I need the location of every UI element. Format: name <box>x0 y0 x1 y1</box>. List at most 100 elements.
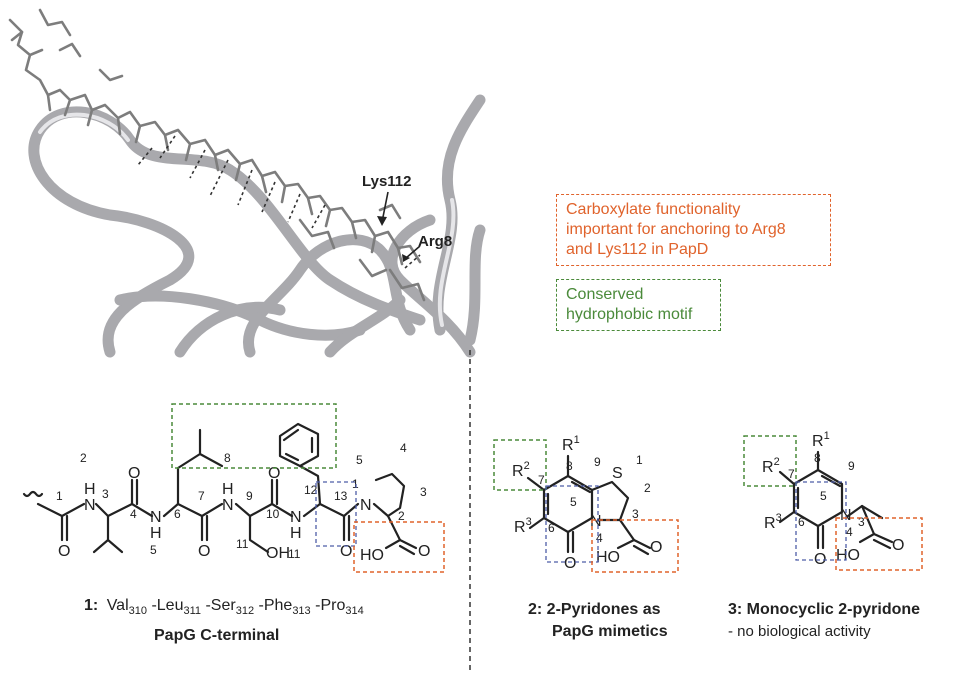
lys112-arrowhead <box>377 216 387 226</box>
c1-h-1: H <box>84 481 96 498</box>
compound-2-bonds <box>526 454 652 556</box>
c1-num-4: 4 <box>130 507 137 521</box>
c1-subtitle: PapG C-terminal <box>154 627 279 644</box>
c1-o-6: O <box>418 543 430 560</box>
c1-num-6: 6 <box>174 507 181 521</box>
c3-ho: HO <box>836 547 860 564</box>
hydrophobic-callout-line-1: Conserved <box>566 286 644 303</box>
c1-num-10: 10 <box>266 507 280 521</box>
carboxylate-callout-line-1: Carboxylate functionality <box>566 201 741 218</box>
c3-o2: O <box>892 537 904 554</box>
c2-o2: O <box>650 539 662 556</box>
c1-num-8: 8 <box>224 451 231 465</box>
c3-num-4: 4 <box>846 525 853 539</box>
c2-carboxylate-box <box>591 519 679 573</box>
c1-o-2: O <box>128 465 140 482</box>
c1-num-5b: 5 <box>356 453 363 467</box>
c1-num-5: 5 <box>150 543 157 557</box>
c1-num-3b: 3 <box>420 485 427 499</box>
c1-n-3: N <box>222 497 234 514</box>
c2-num-8: 8 <box>566 459 573 473</box>
c1-num-3: 3 <box>102 487 109 501</box>
peptide-sticks <box>8 8 426 302</box>
c1-carboxylate-box <box>353 521 445 573</box>
c1-o-4: O <box>268 465 280 482</box>
c1-num-9: 9 <box>246 489 253 503</box>
c1-h-2: H <box>150 525 162 542</box>
c1-num-12: 12 <box>304 483 318 497</box>
hydrophobic-callout-line-2: hydrophobic motif <box>566 306 693 323</box>
c3-num-7: 7 <box>788 467 795 481</box>
c3-note: - no biological activity <box>728 623 871 640</box>
c3-num-5: 5 <box>820 489 827 503</box>
c1-ho: HO <box>360 547 384 564</box>
c1-oh: OH <box>266 545 290 562</box>
c1-proline-box <box>315 481 357 547</box>
compound-3-bonds <box>778 450 894 550</box>
carboxylate-callout: Carboxylate functionality important for … <box>556 194 831 266</box>
c3-num-6: 6 <box>798 515 805 529</box>
lys112-label: Lys112 <box>362 173 412 190</box>
c3-carboxylate-box <box>835 517 923 571</box>
compound-3-highlight-boxes <box>743 435 923 571</box>
c1-o-3: O <box>198 543 210 560</box>
c1-hydrophobic-box <box>171 403 337 469</box>
c3-caption: 3: Monocyclic 2-pyridone <box>728 601 920 618</box>
hydrogen-bonds <box>137 135 421 269</box>
compound-2-caption: 2: 2-Pyridones as PapG mimetics <box>528 601 668 640</box>
c1-num-11b: 11 <box>288 547 301 561</box>
c2-n: N <box>590 513 602 530</box>
c2-ho: HO <box>596 549 620 566</box>
c2-num-7: 7 <box>538 473 545 487</box>
arg8-arrow <box>405 245 421 259</box>
c1-sequence-caption: 1: Val310 -Leu311 -Ser312 -Phe313 -Pro31… <box>84 597 364 618</box>
compound-1-atoms: N H O O N H O N H O OH N H O N O HO <box>58 465 430 564</box>
c2-num-5: 5 <box>570 495 577 509</box>
compound-3-atoms: R1 R2 R3 N O O HO <box>762 430 904 568</box>
c1-num-4b: 4 <box>400 441 407 455</box>
c3-r3: R3 <box>764 512 782 532</box>
c2-num-3: 3 <box>632 507 639 521</box>
c3-r2: R2 <box>762 456 780 476</box>
c2-r3: R3 <box>514 516 532 536</box>
compound-2-highlight-boxes <box>493 439 679 573</box>
c1-num-7: 7 <box>198 489 205 503</box>
carboxylate-callout-line-2: important for anchoring to Arg8 <box>566 221 786 238</box>
compound-3-numbers: 8 9 5 6 7 4 3 <box>788 451 865 539</box>
c2-caption-line-1: 2: 2-Pyridones as <box>528 601 661 618</box>
c1-num-11: 11 <box>236 537 249 551</box>
c2-s: S <box>612 465 623 482</box>
compound-1-highlight-boxes <box>171 403 445 573</box>
c2-core-box <box>545 485 599 563</box>
c3-hydrophobic-box <box>743 435 797 487</box>
protein-ribbons <box>0 0 490 358</box>
arg8-arrowhead <box>402 254 410 262</box>
c3-n: N <box>840 507 852 524</box>
c2-caption-line-2: PapG mimetics <box>552 623 668 640</box>
c1-h-4: H <box>290 525 302 542</box>
c2-num-4: 4 <box>596 531 603 545</box>
c2-hydrophobic-box <box>493 439 547 491</box>
c2-num-1: 1 <box>636 453 643 467</box>
c2-r2: R2 <box>512 460 530 480</box>
c1-num-1: 1 <box>56 489 63 503</box>
c3-num-8: 8 <box>814 451 821 465</box>
c2-o: O <box>564 555 576 572</box>
c3-o: O <box>814 551 826 568</box>
compound-3-caption: 3: Monocyclic 2-pyridone - no biological… <box>728 601 920 640</box>
compound-2-atoms: R1 R2 R3 S N O O HO <box>512 434 662 572</box>
c3-r1: R1 <box>812 430 830 450</box>
c1-o-1: O <box>58 543 70 560</box>
c2-num-6: 6 <box>548 521 555 535</box>
c1-n-1: N <box>84 497 96 514</box>
c3-core-box <box>795 481 847 561</box>
c1-num-13: 13 <box>334 489 348 503</box>
c2-num-2: 2 <box>644 481 651 495</box>
carboxylate-callout-line-3: and Lys112 in PapD <box>566 241 709 258</box>
c1-n-2: N <box>150 509 162 526</box>
c2-num-9: 9 <box>594 455 601 469</box>
